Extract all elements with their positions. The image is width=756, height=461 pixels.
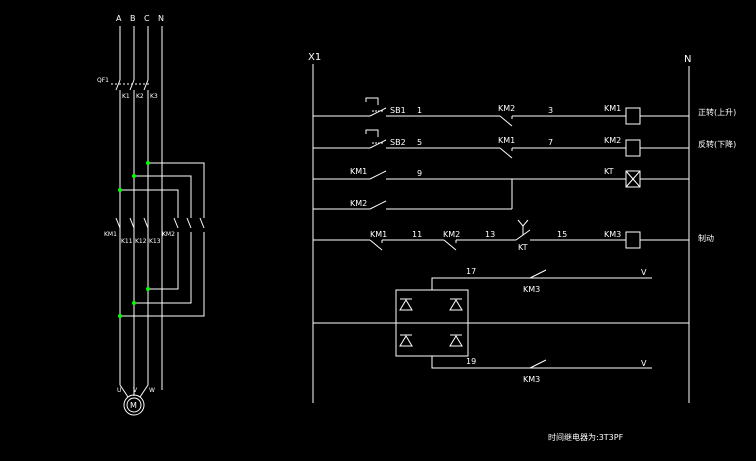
- km1-nc-label-r5: KM1: [370, 230, 387, 239]
- node-5: 5: [417, 138, 422, 147]
- breaker-qf1: [111, 79, 150, 91]
- km3-coil-label: KM3: [604, 230, 621, 239]
- diode-bottom-left: [399, 334, 413, 347]
- phase-label-b: B: [130, 14, 136, 23]
- node-3: 3: [548, 106, 553, 115]
- kt-coil-label: KT: [604, 167, 614, 176]
- breaker-pole-k3: K3: [150, 93, 158, 100]
- breaker-pole-k1: K1: [122, 93, 130, 100]
- rung-3: [313, 170, 689, 209]
- node-19: 19: [466, 357, 476, 366]
- power-circuit: A B C N QF1 K1 K2 K3: [97, 14, 205, 416]
- km2-power-label: KM2: [162, 231, 175, 238]
- km1-pole-k13: K13: [149, 238, 161, 245]
- motor-terminal-v: V: [133, 387, 138, 394]
- km2-nc-label-r5: KM2: [443, 230, 460, 239]
- breaker-label: QF1: [97, 77, 109, 84]
- km1-power-label: KM1: [104, 231, 117, 238]
- rung-5: [313, 219, 689, 251]
- phase-label-c: C: [144, 14, 150, 23]
- sb1-label: SB1: [390, 106, 406, 115]
- left-bus-label: X1: [308, 52, 321, 63]
- timer-relay-note: 时间继电器为:3T3PF: [548, 432, 624, 442]
- node-7: 7: [548, 138, 553, 147]
- km1-main-contacts: [115, 217, 149, 229]
- rung-4: [313, 200, 512, 210]
- node-13: 13: [485, 230, 495, 239]
- junction-dots: [118, 161, 150, 318]
- motor-terminal-w: W: [149, 387, 155, 394]
- diode-top-right: [449, 298, 463, 311]
- motor-terminal-u: U: [117, 387, 121, 394]
- node-17: 17: [466, 267, 476, 276]
- km1-contact-label-r3: KM1: [350, 167, 367, 176]
- km1-interlock-label-r2: KM1: [498, 136, 515, 145]
- kt-contact-label: KT: [518, 243, 528, 252]
- node-15: 15: [557, 230, 567, 239]
- km2-interlock-label-r1: KM2: [498, 104, 515, 113]
- km2-main-contacts: [173, 217, 205, 229]
- rung-7: [529, 359, 652, 369]
- rung-2: [313, 129, 689, 159]
- brake-label: 制动: [698, 233, 714, 243]
- motor-symbol: [119, 384, 149, 416]
- motor-label: M: [130, 401, 137, 410]
- km1-pole-k12: K12: [135, 238, 147, 245]
- diode-bottom-right: [449, 334, 463, 347]
- km2-coil-label: KM2: [604, 136, 621, 145]
- diode-top-left: [399, 298, 413, 311]
- node-11: 11: [412, 230, 422, 239]
- sb2-label: SB2: [390, 138, 406, 147]
- control-circuit: X1 N SB1 1 KM2 3 KM1 正转(上升): [308, 52, 736, 442]
- reverse-down-label: 反转(下降): [698, 139, 736, 149]
- terminal-v-top: V: [641, 268, 647, 277]
- km2-contact-label-r4: KM2: [350, 199, 367, 208]
- terminal-v-bottom: V: [641, 359, 647, 368]
- right-bus-label: N: [684, 54, 691, 65]
- node-1: 1: [417, 106, 422, 115]
- node-9: 9: [417, 169, 422, 178]
- forward-up-label: 正转(上升): [698, 107, 736, 117]
- km3-contact-label-r7: KM3: [523, 375, 540, 384]
- phase-label-n: N: [158, 14, 164, 23]
- phase-label-a: A: [116, 14, 122, 23]
- km1-coil-label: KM1: [604, 104, 621, 113]
- rung-6: [529, 269, 652, 279]
- breaker-pole-k2: K2: [136, 93, 144, 100]
- bridge-rectifier: [313, 277, 689, 369]
- rung-1: [313, 97, 689, 127]
- km1-pole-k11: K11: [121, 238, 133, 245]
- km3-contact-label-r6: KM3: [523, 285, 540, 294]
- reversing-wiring: [120, 162, 205, 317]
